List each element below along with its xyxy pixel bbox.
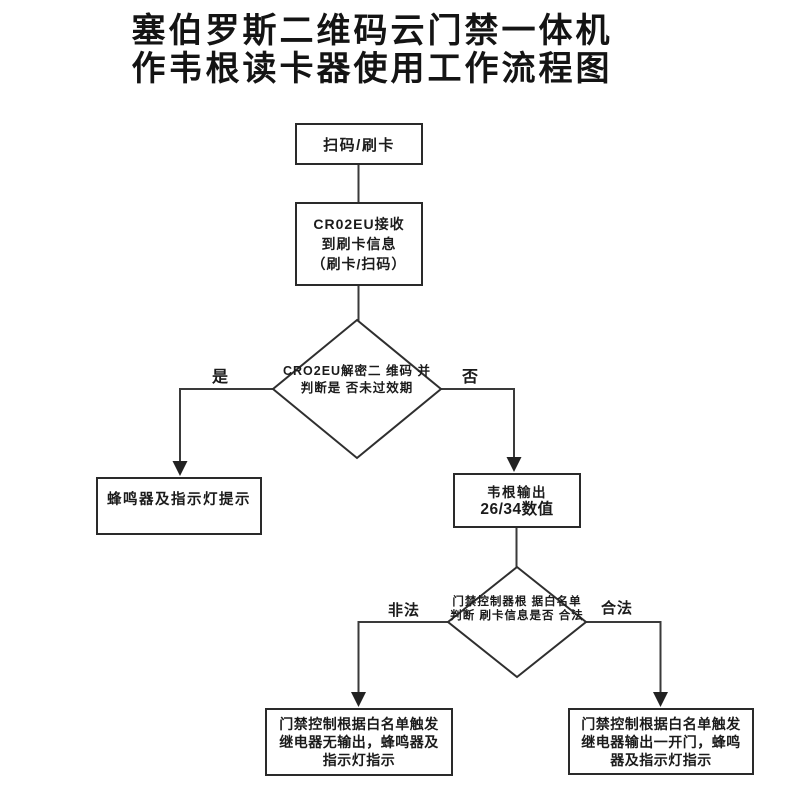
wiegand-output-box: 韦根输出 26/34数值 <box>453 473 581 528</box>
connector-legal-branch <box>586 621 662 694</box>
deny-output-line-3: 指示灯指示 <box>322 752 396 768</box>
arrowhead-legal-branch <box>653 692 668 707</box>
acl-diamond-line-4: 合法 <box>558 609 584 622</box>
allow-open-door-line-2: 继电器输出一开门，蜂鸣 <box>581 733 741 750</box>
deny-output-line-1: 门禁控制根据白名单触发 <box>279 716 439 732</box>
allow-open-door-line-3: 器及指示灯指示 <box>610 751 712 768</box>
connector-yes-branch <box>179 388 273 463</box>
buzzer-indicator-box: 蜂鸣器及指示灯提示 <box>96 477 262 535</box>
no-edge-label: 否 <box>462 369 479 386</box>
arrowhead-yes-branch <box>172 461 188 476</box>
decrypt-diamond-line-1: CRO2EU解密二 <box>282 364 382 378</box>
allow-open-door-line-1: 门禁控制根据白名单触发 <box>581 715 741 732</box>
legal-edge-label: 合法 <box>601 600 634 617</box>
decrypt-diamond-line-2: 维码 并判断是 <box>300 364 432 395</box>
deny-output-box: 门禁控制根据白名单触发 继电器无输出，蜂鸣器及 指示灯指示 <box>265 708 453 776</box>
receive-box-line-3: （刷卡/扫码） <box>311 256 407 272</box>
decrypt-decision-diamond <box>271 318 443 460</box>
connector-no-branch <box>441 388 515 459</box>
page-title-line-1: 塞伯罗斯二维码云门禁一体机 <box>131 12 613 50</box>
start-box-label: 扫码/刷卡 <box>323 136 395 154</box>
wiegand-output-line-1: 韦根输出 <box>487 484 547 500</box>
buzzer-indicator-label: 蜂鸣器及指示灯提示 <box>107 492 251 508</box>
connector-illegal-branch <box>357 621 448 694</box>
page-title-line-2: 作韦根读卡器使用工作流程图 <box>131 50 613 88</box>
page-title: 塞伯罗斯二维码云门禁一体机 作韦根读卡器使用工作流程图 <box>0 12 744 88</box>
acl-diamond-line-2: 据白名单判断 <box>450 596 582 622</box>
arrowhead-no-branch <box>506 457 522 472</box>
acl-diamond-text: 门禁控制器根 据白名单判断 刷卡信息是否 合法 <box>447 596 587 623</box>
receive-box-cr02eu: CR02EU接收 到刷卡信息 （刷卡/扫码） <box>295 202 423 286</box>
illegal-edge-label: 非法 <box>388 602 421 619</box>
yes-edge-label: 是 <box>212 369 229 386</box>
acl-diamond-line-3: 刷卡信息是否 <box>479 609 555 622</box>
allow-open-door-box: 门禁控制根据白名单触发 继电器输出一开门，蜂鸣 器及指示灯指示 <box>568 708 754 775</box>
receive-box-line-1: CR02EU接收 <box>313 216 405 232</box>
acl-decision-diamond <box>446 565 588 679</box>
decrypt-diamond-text: CRO2EU解密二 维码 并判断是 否未过效期 <box>277 363 437 397</box>
decrypt-diamond-line-3: 否未过效期 <box>345 381 414 395</box>
receive-box-line-2: 到刷卡信息 <box>321 236 397 252</box>
acl-diamond-line-1: 门禁控制器根 <box>452 596 528 608</box>
wiegand-output-line-2: 26/34数值 <box>480 500 554 518</box>
deny-output-line-2: 继电器无输出，蜂鸣器及 <box>279 734 439 750</box>
start-box-scan-or-swipe: 扫码/刷卡 <box>295 123 423 165</box>
arrowhead-illegal-branch <box>351 692 366 707</box>
